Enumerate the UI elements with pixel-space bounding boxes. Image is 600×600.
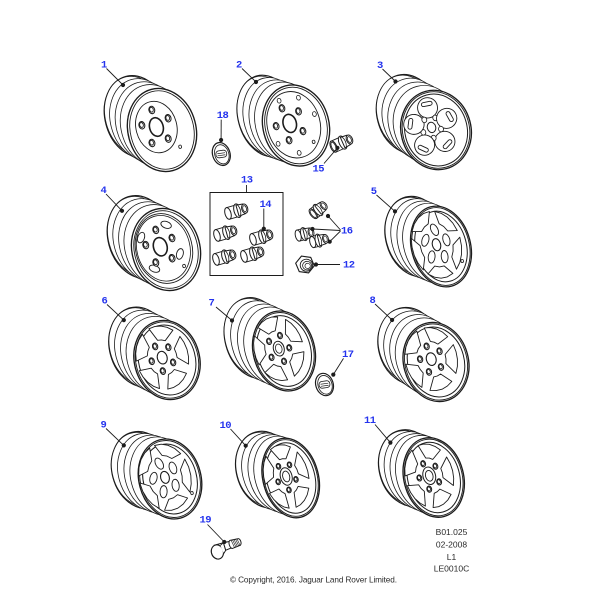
svg-text:B01.025: B01.025: [436, 527, 468, 537]
svg-text:1: 1: [101, 60, 107, 72]
svg-text:L1: L1: [447, 552, 457, 562]
svg-text:11: 11: [364, 415, 376, 427]
svg-text:12: 12: [343, 260, 355, 272]
svg-text:15: 15: [313, 164, 325, 176]
svg-text:17: 17: [342, 349, 354, 361]
svg-text:LE0010C: LE0010C: [434, 564, 469, 574]
svg-text:14: 14: [260, 199, 272, 211]
svg-text:02-2008: 02-2008: [436, 540, 467, 550]
svg-text:4: 4: [101, 185, 107, 197]
svg-text:19: 19: [200, 515, 212, 527]
svg-text:7: 7: [209, 298, 215, 310]
svg-text:3: 3: [377, 60, 383, 72]
svg-text:18: 18: [217, 110, 229, 122]
svg-text:16: 16: [341, 226, 353, 238]
svg-text:13: 13: [241, 175, 253, 187]
svg-text:2: 2: [236, 60, 242, 72]
svg-text:8: 8: [370, 295, 376, 307]
svg-text:5: 5: [371, 186, 377, 198]
svg-text:6: 6: [102, 296, 108, 308]
svg-text:© Copyright, 2016. Jaguar Land: © Copyright, 2016. Jaguar Land Rover Lim…: [230, 575, 397, 584]
svg-text:9: 9: [101, 420, 107, 432]
svg-text:10: 10: [220, 420, 232, 432]
